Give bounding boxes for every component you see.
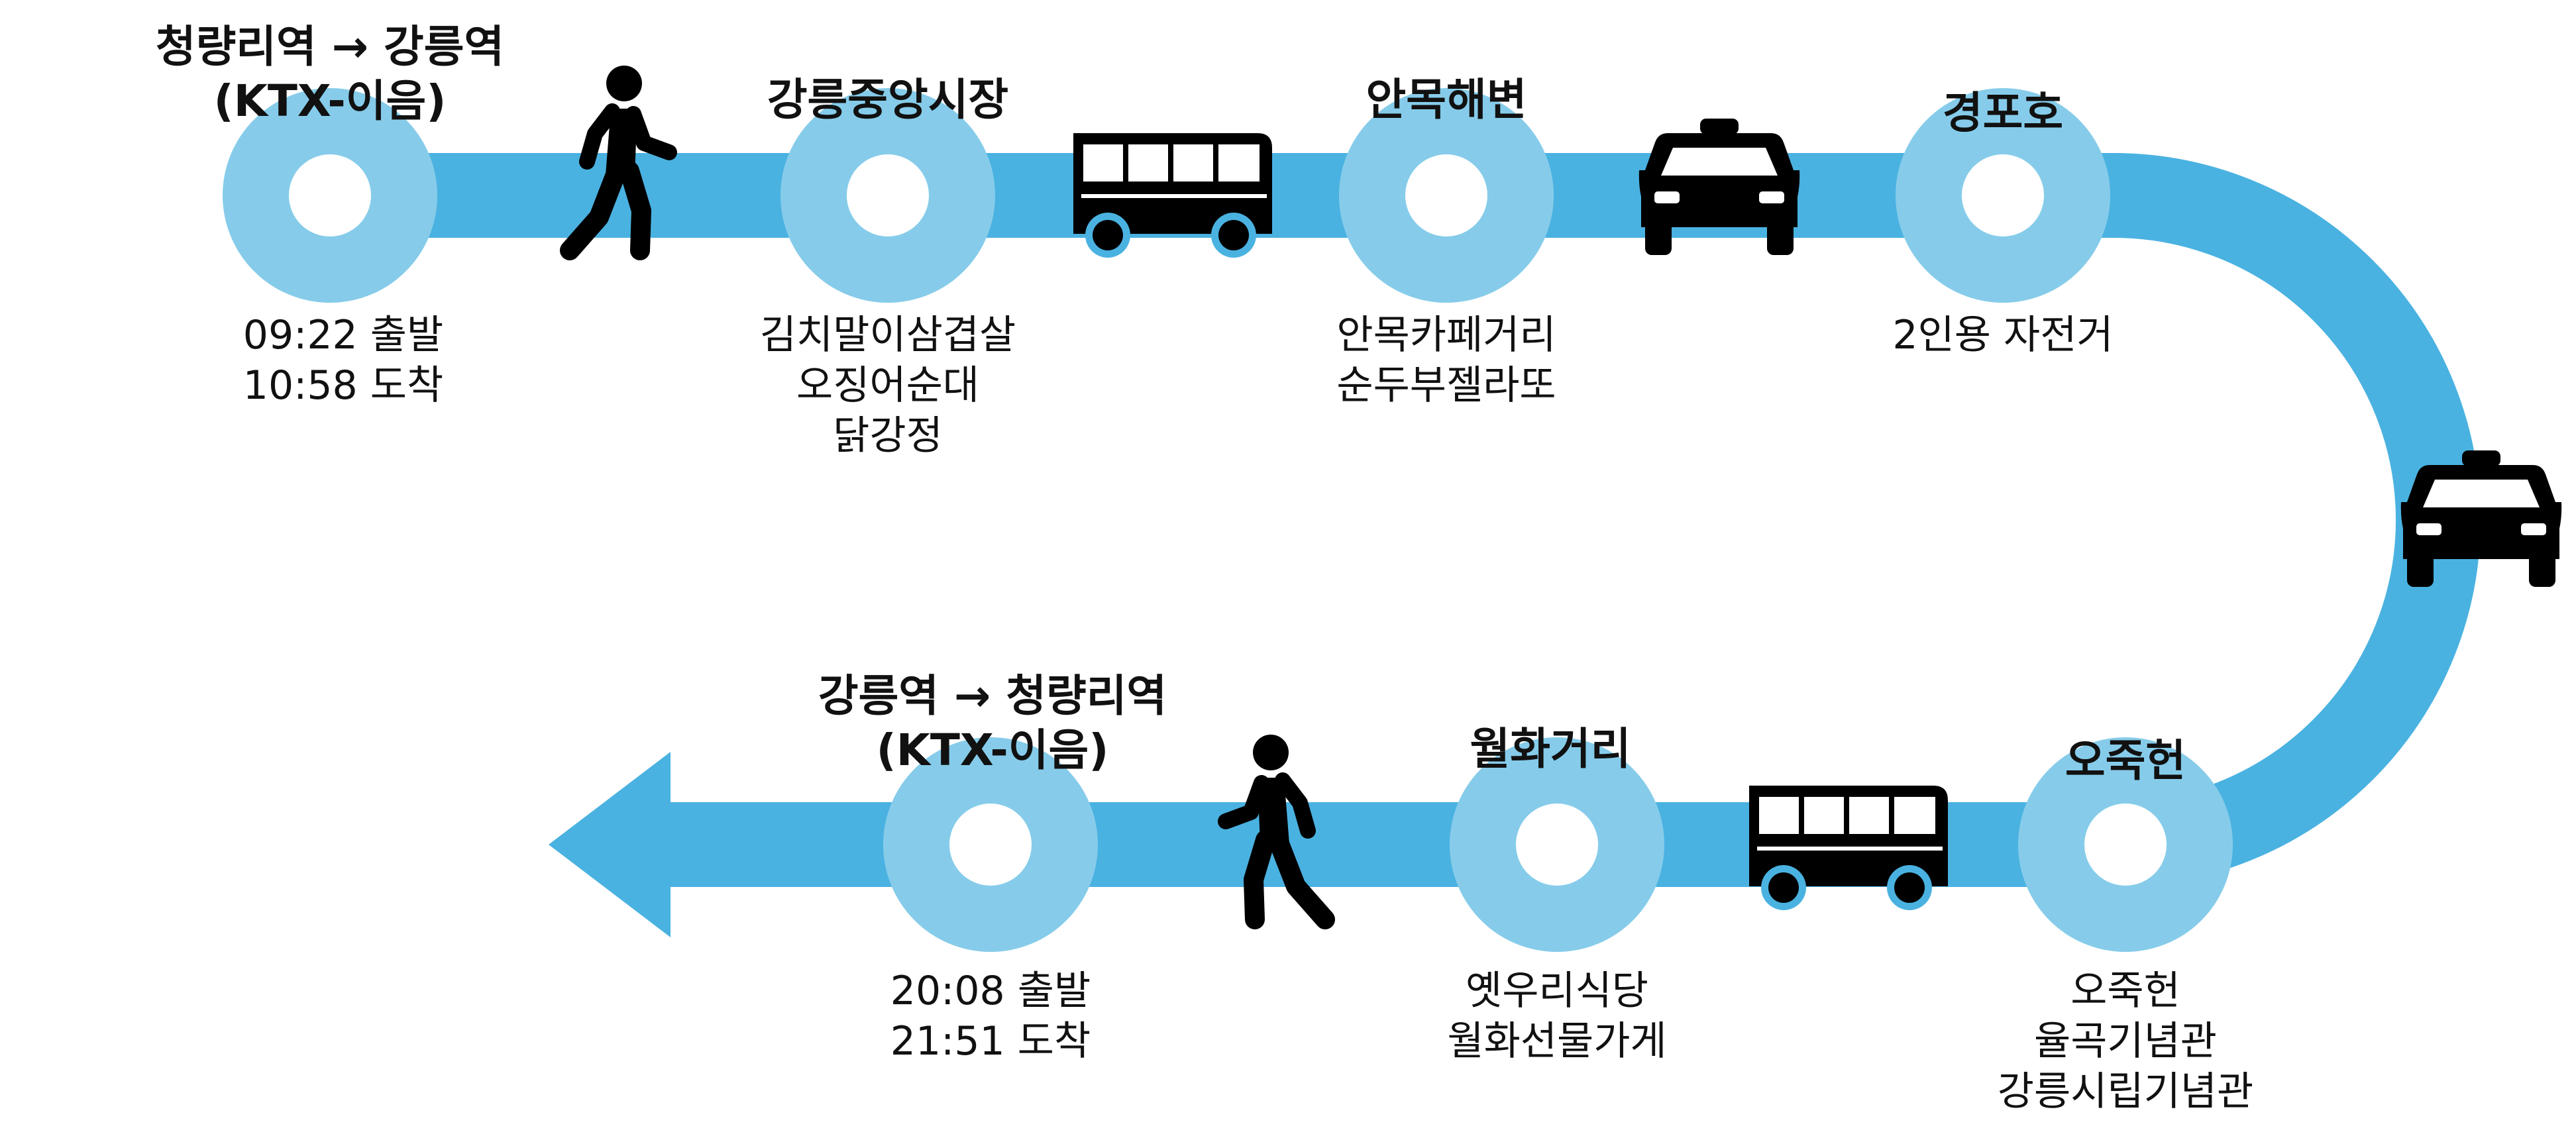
stop-details-gangneung-return: 20:08 출발 21:51 도착 [890,966,1091,1066]
stop-title-jungang-market: 강릉중앙시장 [767,73,1008,127]
stop-details-cheongnyangni-depart: 09:22 출발 10:58 도착 [243,310,443,411]
stop-detail-line: 옛우리식당 [1465,968,1648,1014]
stop-marker-gangneung-return [883,737,1098,952]
stop-title-cheongnyangni-depart: 청량리역 → 강릉역 (KTX-이음) [156,20,504,129]
stop-detail-line: 닭강정 [833,413,943,459]
stop-details-gyeongpoho: 2인용 자전거 [1892,310,2113,360]
stop-detail-line: 율곡기념관 [2034,1018,2217,1064]
stop-marker-jungang-market [780,88,995,303]
stop-detail-line: 21:51 도착 [890,1018,1091,1064]
stop-details-jungang-market: 김치말이삼겹살 오징어순대 닭강정 [760,310,1016,461]
stop-detail-line: 안목카페거리 [1336,312,1556,358]
stop-details-ojukheon: 오죽헌 율곡기념관 강릉시립기념관 [1998,966,2253,1117]
stop-marker-anmok-beach [1339,88,1554,303]
stop-detail-line: 20:08 출발 [890,968,1091,1014]
stop-detail-line: 월화선물가게 [1447,1018,1667,1064]
stop-title-line: (KTX-이음) [876,725,1109,776]
bus-icon [1749,786,1948,910]
stop-title-line: (KTX-이음) [213,76,447,127]
stop-marker-cheongnyangni-depart [223,88,437,303]
stop-detail-line: 오죽헌 [2070,968,2180,1014]
stop-detail-line: 김치말이삼겹살 [759,312,1016,358]
stop-detail-line: 10:58 도착 [242,362,444,409]
stop-title-gyeongpoho: 경포호 [1943,86,2063,140]
route-arrowhead [549,752,671,937]
stop-title-wolhwa-street: 월화거리 [1470,722,1631,776]
stop-title-line: 청량리역 → 강릉역 [155,21,505,72]
stop-title-line: 오죽헌 [2065,735,2186,786]
stop-detail-line: 강릉시립기념관 [1997,1068,2254,1115]
stop-title-line: 강릉역 → 청량리역 [818,670,1167,721]
stop-details-anmok-beach: 안목카페거리 순두부젤라또 [1336,310,1556,411]
stop-title-line: 강릉중앙시장 [767,74,1009,125]
stop-detail-line: 09:22 출발 [242,312,444,358]
stop-title-gangneung-return: 강릉역 → 청량리역 (KTX-이음) [818,669,1167,778]
taxi-icon [2400,450,2562,587]
stop-marker-gyeongpoho [1896,88,2110,303]
stop-marker-wolhwa-street [1450,737,1664,952]
stop-details-wolhwa-street: 옛우리식당 월화선물가게 [1447,966,1666,1066]
stop-title-line: 월화거리 [1470,723,1631,774]
stop-detail-line: 오징어순대 [796,362,979,409]
stop-marker-ojukheon [2018,737,2233,952]
stop-detail-line: 2인용 자전거 [1892,312,2114,358]
stop-detail-line: 순두부젤라또 [1336,362,1556,409]
stop-title-line: 안목해변 [1366,74,1527,125]
stop-title-anmok-beach: 안목해변 [1366,73,1527,127]
bus-icon [1073,133,1272,258]
stop-title-ojukheon: 오죽헌 [2065,734,2186,788]
stop-title-line: 경포호 [1942,87,2064,138]
